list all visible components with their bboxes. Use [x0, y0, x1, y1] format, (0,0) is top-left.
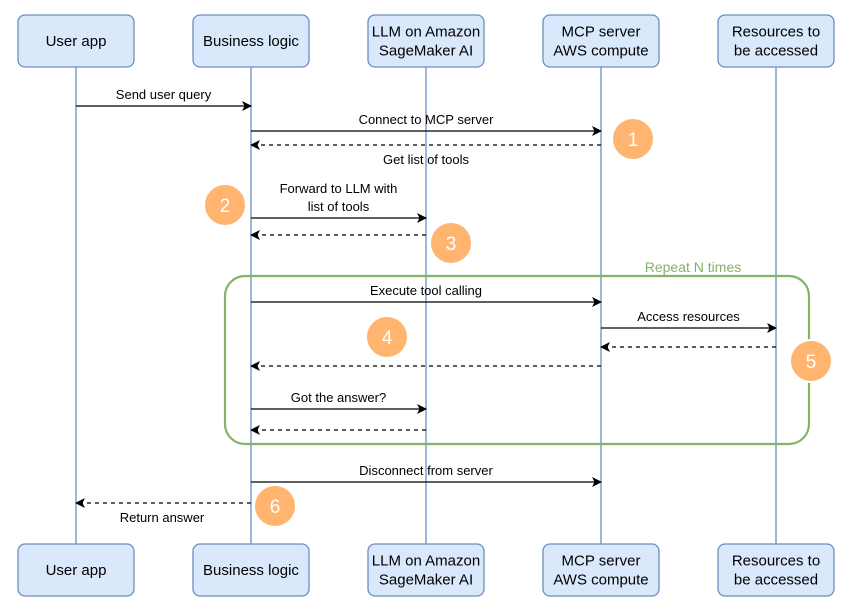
- step-circle: [365, 315, 409, 359]
- actor-box: [17, 543, 135, 597]
- step-marker-1: 1: [611, 117, 655, 161]
- step-marker-5: 5: [789, 339, 833, 383]
- actor-box: [367, 543, 485, 597]
- step-circle: [789, 339, 833, 383]
- actor-biz-bottom: Business logic: [192, 543, 310, 597]
- actor-label: SageMaker AI: [379, 572, 473, 589]
- step-circle: [203, 183, 247, 227]
- actor-label: be accessed: [734, 43, 818, 60]
- actor-label: AWS compute: [553, 43, 648, 60]
- actor-biz-top: Business logic: [192, 14, 310, 68]
- message-label: Return answer: [120, 510, 205, 525]
- step-circle: [429, 221, 473, 265]
- message-12: Disconnect from server: [251, 463, 602, 487]
- step-marker-3: 3: [429, 221, 473, 265]
- step-marker-6: 6: [253, 484, 297, 528]
- loop-frame: [223, 274, 811, 446]
- actor-label: LLM on Amazon: [372, 553, 480, 570]
- message-7: Access resources: [601, 309, 777, 333]
- step-marker-2: 2: [203, 183, 247, 227]
- message-label: Got the answer?: [291, 390, 386, 405]
- message-label: Connect to MCP server: [359, 112, 495, 127]
- actor-label: Resources to: [732, 24, 820, 41]
- message-label: Forward to LLM with: [280, 181, 398, 196]
- actor-res-top: Resources to be accessed: [717, 14, 835, 68]
- message-label: list of tools: [308, 199, 370, 214]
- actor-user-top: User app: [17, 14, 135, 68]
- message-2: Connect to MCP server: [251, 112, 602, 136]
- step-circle: [253, 484, 297, 528]
- message-13: Return answer: [75, 498, 251, 525]
- actor-box: [717, 543, 835, 597]
- repeat-loop-frame: Repeat N times: [223, 259, 811, 446]
- step-number: 5: [806, 352, 817, 373]
- message-label: Send user query: [116, 87, 212, 102]
- actor-box: [17, 14, 135, 68]
- loop-label: Repeat N times: [645, 259, 741, 275]
- actor-box: [542, 543, 660, 597]
- actor-box: [192, 543, 310, 597]
- message-3: Get list of tools: [250, 140, 601, 167]
- actor-label: LLM on Amazon: [372, 24, 480, 41]
- actor-label: AWS compute: [553, 572, 648, 589]
- message-10: Got the answer?: [251, 390, 427, 414]
- step-number: 3: [446, 234, 457, 255]
- actor-label: Business logic: [203, 562, 299, 579]
- step-circle: [611, 117, 655, 161]
- actor-label: User app: [46, 562, 107, 579]
- step-markers: 1 2 3 4 5 6: [203, 117, 833, 528]
- step-marker-4: 4: [365, 315, 409, 359]
- actor-label: Business logic: [203, 33, 299, 50]
- actor-label: be accessed: [734, 572, 818, 589]
- message-6: Execute tool calling: [251, 283, 602, 307]
- step-number: 4: [382, 328, 393, 349]
- actor-box: [367, 14, 485, 68]
- message-label: Disconnect from server: [359, 463, 493, 478]
- actor-res-bottom: Resources to be accessed: [717, 543, 835, 597]
- step-number: 1: [628, 130, 639, 151]
- message-label: Execute tool calling: [370, 283, 482, 298]
- actor-label: SageMaker AI: [379, 43, 473, 60]
- actor-box: [542, 14, 660, 68]
- message-1: Send user query: [76, 87, 252, 111]
- step-number: 2: [220, 196, 231, 217]
- actor-user-bottom: User app: [17, 543, 135, 597]
- actor-label: User app: [46, 33, 107, 50]
- message-label: Get list of tools: [383, 152, 469, 167]
- actor-label: MCP server: [562, 553, 641, 570]
- actor-label: Resources to: [732, 553, 820, 570]
- actor-box: [192, 14, 310, 68]
- message-4: Forward to LLM with list of tools: [251, 181, 427, 223]
- step-number: 6: [270, 497, 281, 518]
- actor-label: MCP server: [562, 24, 641, 41]
- message-label: Access resources: [637, 309, 740, 324]
- actor-box: [717, 14, 835, 68]
